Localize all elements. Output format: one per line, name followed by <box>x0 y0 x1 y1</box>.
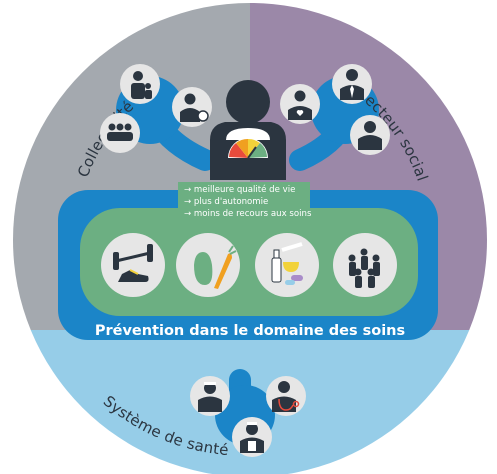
doctor-with-mirror-icon <box>190 376 230 416</box>
businessman-icon <box>332 64 372 104</box>
benefit-3: → moins de recours aux soins <box>184 209 312 219</box>
nurse-icon <box>232 417 272 457</box>
caregiver-heart-icon <box>280 84 320 124</box>
substances-icon <box>255 233 319 297</box>
doctor-stethoscope-icon <box>266 376 306 416</box>
benefit-2: → plus d'autonomie <box>184 197 268 207</box>
benefit-1: → meilleure qualité de vie <box>184 184 295 195</box>
child-with-ball-icon <box>172 87 212 127</box>
prevention-green-band <box>80 208 418 316</box>
banner-title: Prévention dans le domaine des soins <box>95 323 405 339</box>
person-icon <box>350 115 390 155</box>
social-group-icon <box>333 233 397 297</box>
group-icon <box>100 113 140 153</box>
fitness-icon <box>101 233 165 297</box>
benefits-box <box>178 182 310 221</box>
family-icon <box>120 64 160 104</box>
person-with-gauge-icon <box>210 80 286 180</box>
fruits-vegetables-icon <box>176 233 240 297</box>
